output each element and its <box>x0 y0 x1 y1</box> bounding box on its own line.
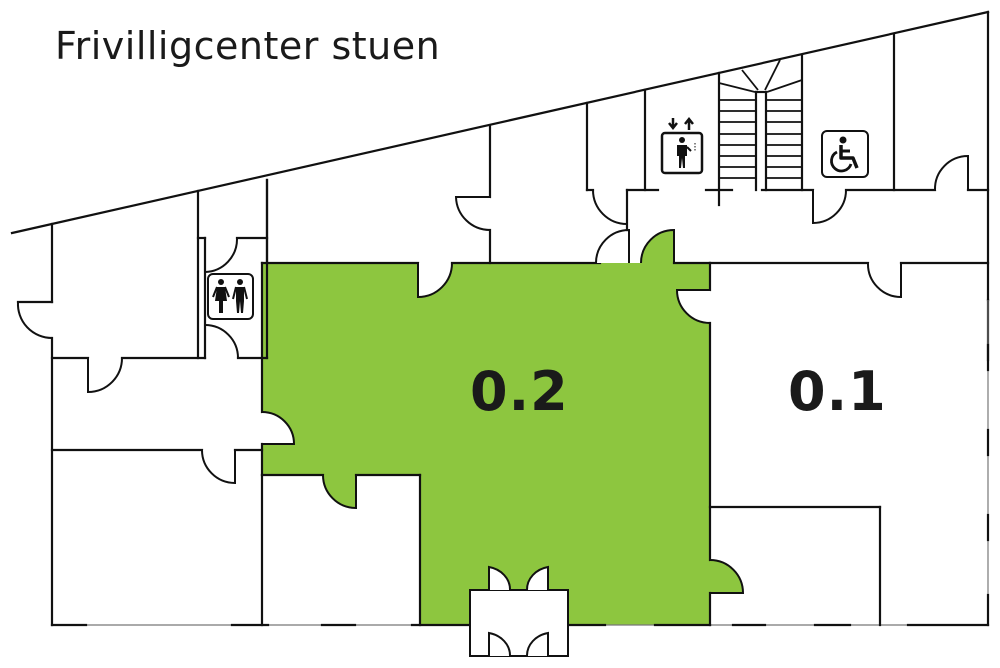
room-label-0-1: 0.1 <box>788 360 887 423</box>
toilet-sign <box>207 273 254 320</box>
room-label-0-2: 0.2 <box>470 360 569 423</box>
room-0-2-area[interactable] <box>262 263 710 625</box>
toilet-icon <box>212 279 248 313</box>
floor-title: Frivilligcenter stuen <box>55 24 441 68</box>
wheelchair-access-icon <box>830 136 859 173</box>
elevator-icon <box>660 116 704 175</box>
elevator-sign <box>660 116 704 176</box>
stairs-icon <box>718 59 803 192</box>
wheelchair-sign <box>821 130 869 178</box>
